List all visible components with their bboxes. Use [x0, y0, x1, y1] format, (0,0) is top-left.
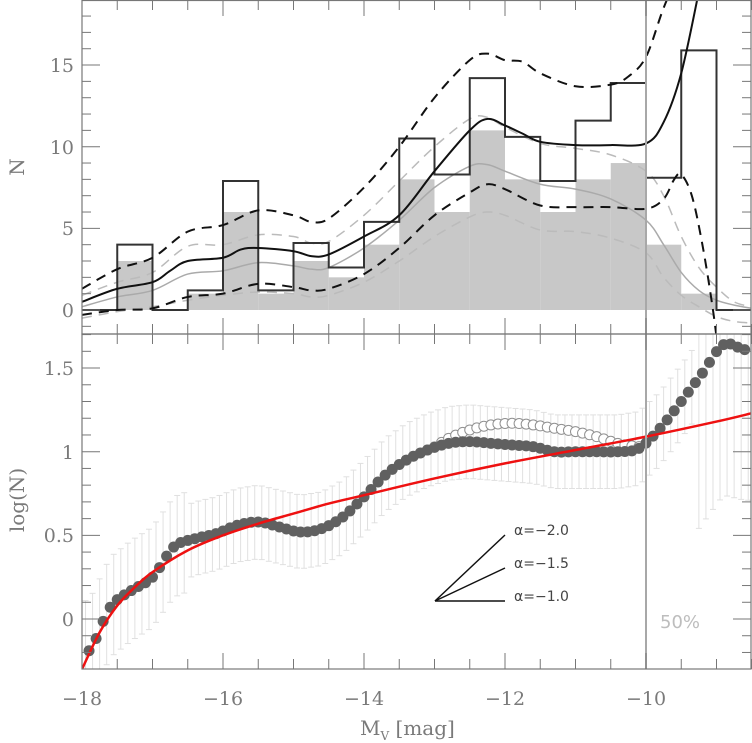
filled-bar	[610, 163, 646, 310]
schechter-fit-curve	[82, 412, 751, 669]
xtick-minus18: −18	[62, 688, 102, 710]
corrected-curves	[82, 0, 718, 334]
curve-lower-bound-raw-	[82, 211, 751, 324]
filled-bar	[505, 179, 541, 310]
bottom-ytick-1: 1	[62, 442, 74, 464]
filled-bar	[434, 212, 470, 310]
bottom-ytick-1.5: 1.5	[44, 358, 74, 380]
xtick-minus14: −14	[344, 688, 384, 710]
axes-frames	[81, 0, 752, 670]
filled-point	[675, 396, 687, 408]
top-ytick-5: 5	[62, 218, 74, 240]
outline-step-histogram	[82, 49, 751, 311]
x-axis-title-main: M	[360, 716, 380, 740]
filled-bar	[540, 212, 576, 310]
xtick-minus12: −12	[485, 688, 525, 710]
filled-point	[97, 615, 109, 627]
filled-bar	[364, 244, 400, 310]
fit-line	[82, 412, 751, 669]
top-ytick-15: 15	[50, 55, 74, 77]
alpha-label-2.0: α=−2.0	[514, 523, 569, 539]
filled-point	[711, 346, 722, 358]
filled-bar	[293, 261, 329, 310]
filled-point	[344, 505, 356, 517]
top-panel-histogram	[82, 0, 751, 334]
xtick-minus10: −10	[626, 688, 666, 710]
outline-histogram	[82, 49, 751, 311]
filled-point	[668, 405, 680, 417]
filled-point	[696, 367, 708, 379]
top-ytick-10: 10	[50, 137, 74, 159]
filled-histogram	[117, 130, 717, 310]
alpha-label-1.5: α=−1.5	[514, 556, 569, 572]
filled-bar	[187, 293, 223, 310]
xtick-minus16: −16	[203, 688, 243, 710]
slope-line-alpha-1.5	[434, 567, 506, 602]
filled-circle-points	[83, 338, 751, 657]
bottom-ytick-0.5: 0.5	[44, 525, 74, 547]
filled-point	[703, 356, 715, 368]
curve-upper-bound-corrected-	[82, 0, 668, 290]
top-ytick-0: 0	[62, 300, 74, 322]
filled-point	[351, 498, 363, 510]
filled-bar	[399, 179, 435, 310]
filled-bar	[223, 212, 259, 310]
filled-bar	[469, 130, 505, 310]
slope-guides: α=−2.0 α=−1.5 α=−1.0	[434, 523, 569, 605]
filled-bar	[258, 293, 294, 310]
filled-point	[689, 377, 701, 389]
filled-point	[661, 414, 673, 426]
x-axis-title-sub: V	[379, 729, 389, 743]
slope-line-alpha-2.0	[434, 534, 506, 602]
alpha-label-1.0: α=−1.0	[514, 589, 569, 605]
filled-point	[372, 476, 384, 488]
curve-smoothed-corrected-	[82, 0, 699, 303]
filled-point	[161, 550, 173, 562]
filled-point	[739, 344, 751, 356]
completeness-label: 50%	[660, 612, 700, 633]
tick-labels: 0 5 10 15 0 0.5 1 1.5 −18 −16 −14 −12 −1…	[44, 55, 666, 710]
filled-bar	[681, 293, 717, 310]
x-axis-title: MV [mag]	[360, 716, 455, 743]
bottom-ytick-0: 0	[62, 609, 74, 631]
filled-bar	[575, 179, 611, 310]
top-y-axis-title: N	[5, 158, 29, 176]
filled-point	[654, 422, 666, 434]
bottom-frame	[81, 333, 752, 670]
filled-bar	[646, 244, 682, 310]
x-axis-title-unit: [mag]	[389, 716, 455, 740]
bottom-panel-logn: α=−2.0 α=−1.5 α=−1.0 50%	[82, 334, 751, 669]
filled-point	[682, 386, 694, 398]
bottom-y-axis-title: log(N)	[5, 468, 29, 532]
